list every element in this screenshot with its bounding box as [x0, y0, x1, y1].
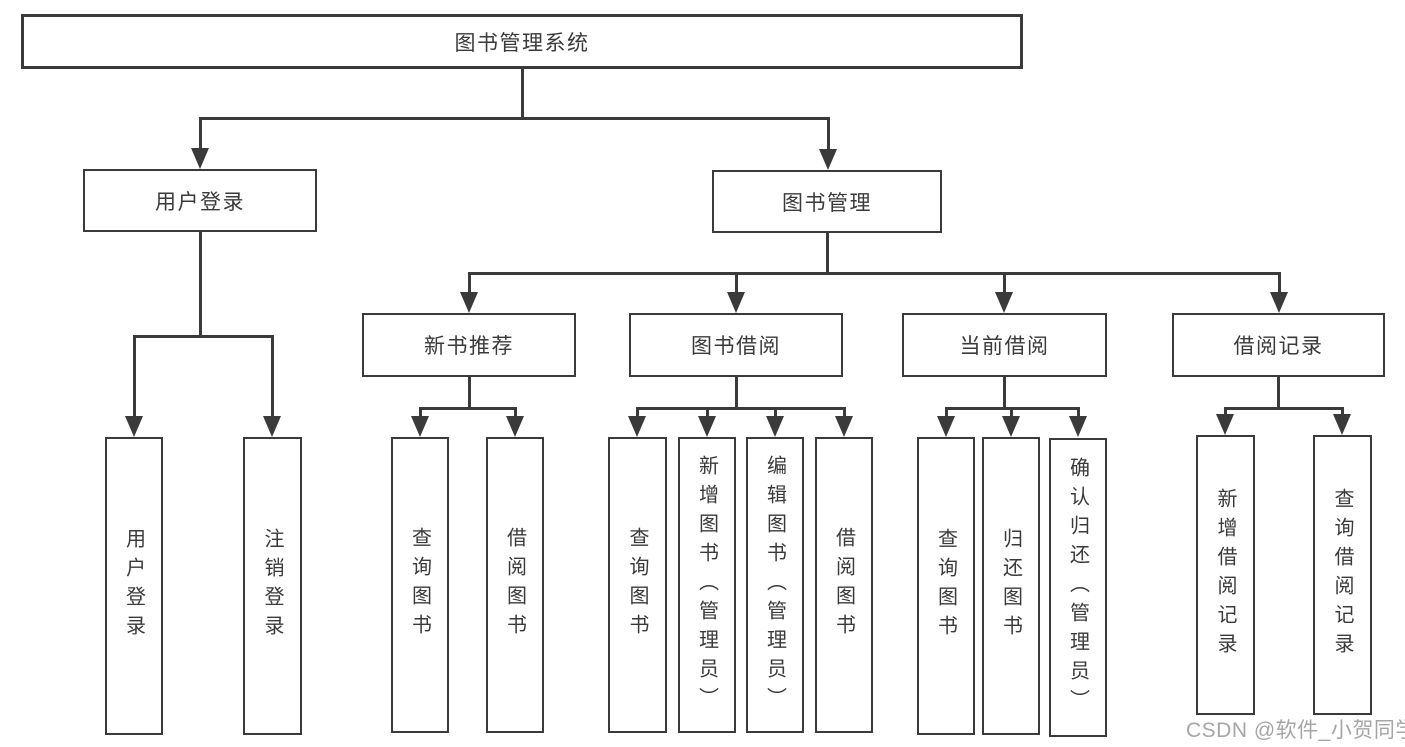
connector-line [1224, 407, 1343, 410]
leaf-edit-book-admin: 编辑图书（管理员） [746, 437, 804, 733]
arrow-down-icon [1333, 414, 1351, 435]
connector-line [419, 407, 516, 410]
node-label: 确认归还（管理员） [1066, 457, 1089, 718]
leaf-query-books-current: 查询图书 [917, 437, 975, 735]
connector-line [826, 233, 829, 274]
node-label: 借阅图书 [503, 527, 526, 643]
leaf-add-book-admin: 新增图书（管理员） [678, 437, 736, 733]
node-label: 用户登录 [155, 190, 245, 214]
connector-line [827, 117, 830, 151]
connector-line [468, 272, 471, 294]
node-user-login: 用户登录 [83, 169, 317, 232]
connector-line [1277, 377, 1280, 408]
node-label: 当前借阅 [959, 335, 1050, 358]
arrow-down-icon [698, 416, 716, 437]
node-label: 查询借阅记录 [1331, 488, 1353, 662]
node-book-borrowing: 图书借阅 [629, 313, 843, 377]
connector-line [706, 407, 709, 418]
arrow-down-icon [1216, 414, 1234, 435]
arrow-down-icon [835, 416, 853, 437]
watermark: CSDN @软件_小贺同学 [1186, 719, 1405, 742]
connector-line [735, 377, 738, 408]
leaf-confirm-return-admin: 确认归还（管理员） [1049, 438, 1107, 737]
arrow-down-icon [460, 292, 478, 313]
connector-line [468, 272, 1281, 275]
leaf-add-borrow-record: 新增借阅记录 [1196, 435, 1255, 715]
connector-line [514, 407, 517, 418]
node-borrowing-records: 借阅记录 [1172, 313, 1385, 377]
leaf-return-books: 归还图书 [982, 437, 1040, 735]
connector-line [636, 407, 845, 410]
connector-line [1003, 377, 1006, 408]
leaf-query-borrow-record: 查询借阅记录 [1313, 435, 1372, 715]
node-label: 新增图书（管理员） [695, 454, 718, 716]
arrow-down-icon [937, 416, 955, 437]
node-current-borrowing: 当前借阅 [902, 313, 1107, 377]
node-book-management: 图书管理 [712, 170, 942, 233]
node-label: 借阅记录 [1233, 335, 1324, 358]
arrow-down-icon [191, 148, 209, 169]
connector-line [468, 377, 471, 408]
arrow-down-icon [766, 416, 784, 437]
node-new-book-recommend: 新书推荐 [362, 313, 576, 377]
node-label: 归还图书 [999, 528, 1022, 644]
connector-line [521, 69, 524, 118]
connector-line [1278, 272, 1281, 294]
arrow-down-icon [727, 292, 745, 313]
connector-line [1077, 407, 1080, 418]
node-label: 图书借阅 [691, 335, 781, 358]
leaf-borrow-books-recommend: 借阅图书 [486, 437, 544, 733]
node-label: 新增借阅记录 [1214, 488, 1236, 662]
connector-line [735, 272, 738, 294]
connector-line [271, 335, 274, 417]
arrow-down-icon [995, 292, 1013, 313]
arrow-down-icon [628, 416, 646, 437]
node-root-system: 图书管理系统 [21, 14, 1023, 69]
connector-line [636, 407, 639, 418]
connector-line [1341, 407, 1344, 416]
node-label: 用户登录 [122, 528, 145, 644]
leaf-user-login: 用户登录 [105, 437, 163, 735]
node-label: 图书管理 [782, 191, 872, 215]
arrow-down-icon [125, 416, 143, 437]
connector-line [133, 335, 136, 417]
connector-line [1224, 407, 1227, 416]
node-label: 借阅图书 [832, 527, 855, 643]
node-label: 查询图书 [934, 528, 957, 644]
node-label: 查询图书 [626, 527, 648, 643]
connector-line [199, 117, 202, 150]
connector-line [774, 407, 777, 418]
arrow-down-icon [506, 416, 524, 437]
leaf-query-books-recommend: 查询图书 [391, 437, 449, 733]
arrow-down-icon [819, 149, 837, 170]
node-label: 注销登录 [261, 528, 283, 644]
connector-line [843, 407, 846, 418]
node-label: 新书推荐 [424, 335, 514, 358]
leaf-borrow-books-borrowing: 借阅图书 [815, 437, 873, 733]
connector-line [1003, 272, 1006, 294]
connector-line [133, 335, 274, 338]
connector-line [945, 407, 948, 418]
leaf-logout: 注销登录 [243, 437, 302, 735]
connector-line [1010, 407, 1013, 418]
node-label: 编辑图书（管理员） [763, 454, 786, 716]
connector-line [199, 231, 202, 336]
arrow-down-icon [1002, 416, 1020, 437]
arrow-down-icon [1069, 416, 1087, 437]
arrow-down-icon [263, 416, 281, 437]
connector-line [199, 117, 829, 120]
leaf-query-books-borrowing: 查询图书 [608, 437, 667, 733]
arrow-down-icon [411, 416, 429, 437]
node-label: 图书管理系统 [454, 31, 590, 55]
connector-line [419, 407, 422, 418]
arrow-down-icon [1270, 292, 1288, 313]
node-label: 查询图书 [408, 527, 431, 643]
